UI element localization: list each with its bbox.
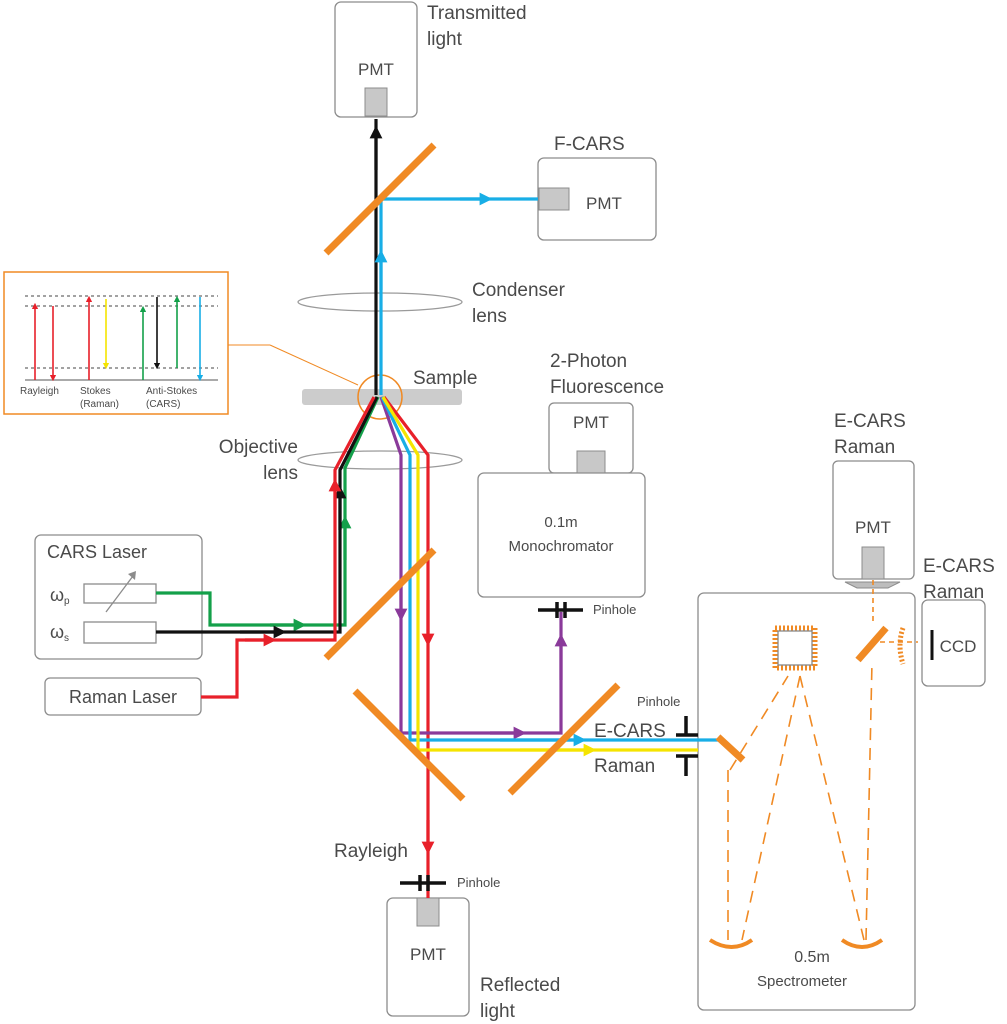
energy-level-inset: Rayleigh Stokes (Raman) Anti-Stokes (CAR… <box>3 271 359 415</box>
objective-label-2: lens <box>263 463 298 484</box>
spectrometer-slit: Pinhole <box>637 694 698 776</box>
monochromator-size: 0.1m <box>544 514 577 531</box>
pinhole-label: Pinhole <box>457 875 500 890</box>
grating <box>772 625 818 671</box>
inset-antistokes: Anti-Stokes <box>146 386 197 397</box>
spectrometer: 0.5m Spectrometer <box>697 592 916 1011</box>
condenser-label: Condenser <box>472 280 566 301</box>
dichroic-mirrors <box>323 142 889 802</box>
omega-s: ω <box>50 622 64 642</box>
mirror-input <box>323 547 437 661</box>
objective-lens <box>297 450 463 470</box>
pmt-label: PMT <box>410 945 446 964</box>
ecars-raman-pmt: PMT <box>832 460 915 589</box>
pinhole-label: Pinhole <box>637 694 680 709</box>
ecars-raman-side: E-CARS <box>923 556 995 577</box>
inset-stokes: Stokes <box>80 386 111 397</box>
pinhole-rayleigh: Pinhole <box>400 875 500 891</box>
inset-stokes-sub: (Raman) <box>80 399 119 410</box>
pmt-label: PMT <box>855 518 891 537</box>
inset-antistokes-sub: (CARS) <box>146 399 180 410</box>
cars-laser-label: CARS Laser <box>47 542 147 562</box>
ccd-lens <box>897 627 906 665</box>
pmt-label: PMT <box>358 60 394 79</box>
cars-laser: CARS Laser ω p ω s <box>34 534 203 660</box>
mirror-epi-collect <box>507 682 621 796</box>
rayleigh-label: Rayleigh <box>334 841 408 862</box>
fcars-label: F-CARS <box>554 134 625 155</box>
monochromator: 0.1m Monochromator <box>477 472 646 598</box>
ccd: CCD <box>921 599 986 687</box>
ecars-raman-top: E-CARS <box>834 411 906 432</box>
mirror-reflect-split <box>352 688 466 802</box>
transmitted-label-2: light <box>427 29 463 50</box>
reflected-pmt: PMT <box>386 897 470 1017</box>
focusing-mirror-left <box>708 938 754 949</box>
omega-p-sub: p <box>64 596 70 607</box>
raman-laser-beam <box>201 396 376 699</box>
pmt-label: PMT <box>586 194 622 213</box>
pinhole-monochromator: Pinhole <box>538 602 636 618</box>
omega-s-sub: s <box>64 633 69 644</box>
ecars-raman-side-2: Raman <box>923 582 984 603</box>
mirror-fcars <box>323 142 437 256</box>
pinhole-label: Pinhole <box>593 602 636 617</box>
omega-p: ω <box>50 585 64 605</box>
ecars-slit-label: E-CARS <box>594 721 666 742</box>
ccd-label: CCD <box>940 637 977 656</box>
reflected-label: Reflected <box>480 975 560 996</box>
raman-slit-label: Raman <box>594 756 655 777</box>
two-photon-pmt: PMT <box>548 402 634 474</box>
transmitted-label: Transmitted <box>427 3 527 24</box>
fcars-pmt: PMT <box>537 157 657 241</box>
rayleigh-beam <box>382 396 430 898</box>
monochromator-label: Monochromator <box>508 538 613 555</box>
condenser-label-2: lens <box>472 306 507 327</box>
focusing-mirror-right <box>840 938 884 949</box>
raman-laser: Raman Laser <box>44 677 202 716</box>
spectrometer-entrance-mirror <box>715 734 746 763</box>
spectrometer-size: 0.5m <box>794 949 830 966</box>
labels: Transmitted light F-CARS Condenser lens … <box>219 3 995 1022</box>
reflected-label-2: light <box>480 1001 516 1022</box>
pmt-label: PMT <box>573 413 609 432</box>
raman-laser-label: Raman Laser <box>69 687 177 707</box>
spectrometer-flip-mirror <box>855 625 889 663</box>
two-photon-label: 2-Photon <box>550 351 627 372</box>
sample-label: Sample <box>413 368 477 389</box>
spectrometer-optics <box>708 580 918 949</box>
inset-rayleigh: Rayleigh <box>20 386 59 397</box>
ecars-raman-top-2: Raman <box>834 437 895 458</box>
transmitted-pmt: PMT <box>334 1 418 118</box>
spectrometer-label: Spectrometer <box>757 973 847 990</box>
objective-label: Objective <box>219 437 298 458</box>
two-photon-label-2: Fluorescence <box>550 377 664 398</box>
